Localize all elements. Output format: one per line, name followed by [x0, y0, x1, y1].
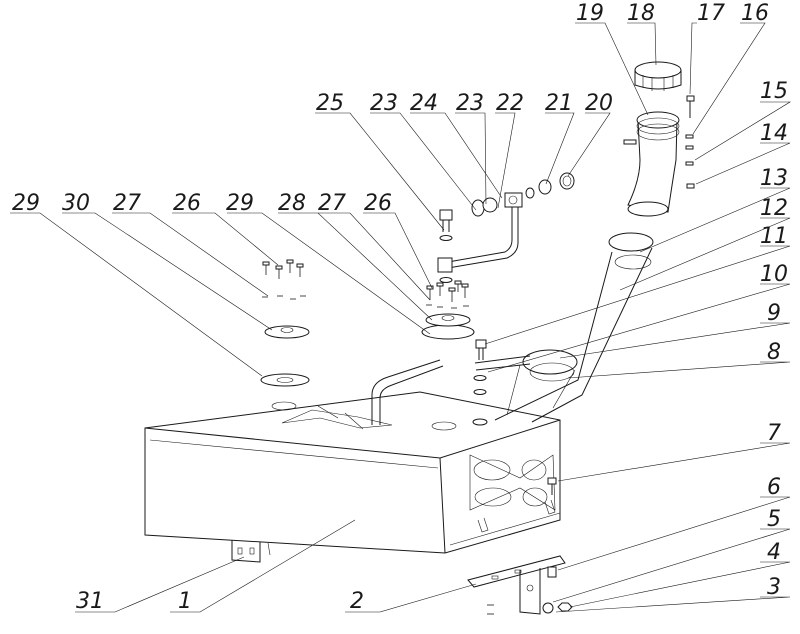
callout-labels: 29 30 27 26 29 28 27 26 25 23 24 23 22 2…	[12, 1, 788, 614]
sender-flange-right	[421, 280, 475, 340]
sender-flange-left	[260, 259, 310, 387]
callout-18: 18	[627, 1, 655, 26]
callout-6: 6	[767, 475, 781, 500]
callout-20: 20	[585, 91, 613, 116]
callout-10: 10	[760, 262, 788, 287]
callout-11: 11	[760, 224, 788, 249]
filler-cap	[634, 61, 682, 91]
callout-17: 17	[697, 1, 725, 26]
bolt-7	[547, 477, 557, 495]
callout-23-left: 23	[370, 91, 398, 116]
callout-4: 4	[767, 540, 781, 565]
callout-21: 21	[545, 91, 573, 116]
callout-22: 22	[496, 91, 524, 116]
callout-1: 1	[178, 589, 192, 614]
callout-23-right: 23	[456, 91, 484, 116]
callout-2: 2	[350, 589, 364, 614]
mounting-bracket	[467, 555, 573, 615]
callout-31: 31	[76, 589, 104, 614]
callout-7: 7	[767, 421, 781, 446]
callout-3: 3	[767, 575, 781, 600]
callout-29-left: 29	[12, 191, 40, 216]
callout-15: 15	[760, 79, 788, 104]
callout-12: 12	[760, 196, 788, 221]
callout-19: 19	[576, 1, 604, 26]
callout-8: 8	[767, 340, 781, 365]
callout-25: 25	[316, 91, 344, 116]
callout-9: 9	[767, 301, 781, 326]
filler-elbow	[623, 111, 680, 217]
callout-14: 14	[760, 121, 788, 146]
callout-27-mid: 27	[318, 191, 346, 216]
callout-30: 30	[62, 191, 90, 216]
callout-26-mid: 26	[364, 191, 392, 216]
filler-neck	[494, 232, 654, 423]
callout-26-left: 26	[173, 191, 201, 216]
callout-27-left: 27	[113, 191, 141, 216]
vent-tube	[371, 359, 444, 425]
fuel-tank	[144, 391, 561, 563]
callout-24: 24	[410, 91, 438, 116]
small-fasteners-right	[685, 95, 695, 189]
leader-lines	[10, 22, 792, 613]
callout-29-mid: 29	[226, 191, 254, 216]
callout-5: 5	[767, 507, 781, 532]
callout-13: 13	[760, 166, 788, 191]
fuel-line-assembly	[437, 172, 575, 283]
callout-28: 28	[278, 191, 306, 216]
callout-16: 16	[741, 1, 769, 26]
clamp-parts	[473, 339, 531, 395]
